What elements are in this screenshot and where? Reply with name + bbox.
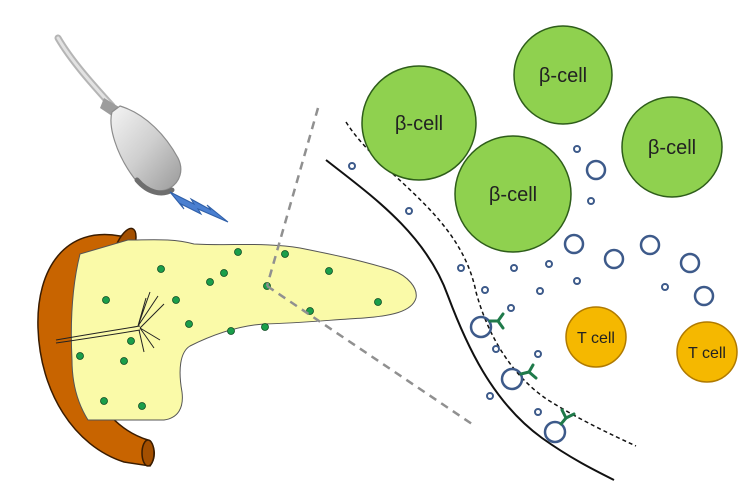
beta-cell-label: β-cell: [395, 113, 443, 135]
islet-dots: [76, 248, 382, 410]
pancreas: [70, 239, 417, 421]
antibody-icon: [488, 312, 505, 330]
lightning-bolt-icon: [169, 191, 229, 223]
bound-microbubble: [469, 312, 505, 339]
beta-cell: β-cell: [621, 96, 723, 198]
t-cell: T cell: [565, 306, 627, 368]
beta-cell-label: β-cell: [489, 184, 537, 206]
antibody-icon: [519, 363, 538, 380]
t-cell-label: T cell: [688, 345, 726, 362]
t-cell-label: T cell: [577, 330, 615, 347]
bound-microbubble: [500, 363, 538, 391]
vessel-wall-outer: [325, 159, 615, 481]
zoom-guide-lines: [265, 107, 473, 426]
antibody-icon: [559, 408, 576, 426]
t-cell: T cell: [676, 321, 738, 383]
ultrasound-probe-icon: [54, 34, 182, 196]
beta-cell: β-cell: [454, 135, 572, 253]
beta-cell-label: β-cell: [648, 137, 696, 159]
bound-microbubble: [543, 408, 576, 444]
pancreatic-duct: [55, 291, 165, 353]
beta-cell-label: β-cell: [539, 65, 587, 87]
microbubbles: [348, 145, 715, 416]
beta-cell: β-cell: [513, 25, 613, 125]
beta-cell: β-cell: [361, 65, 477, 181]
